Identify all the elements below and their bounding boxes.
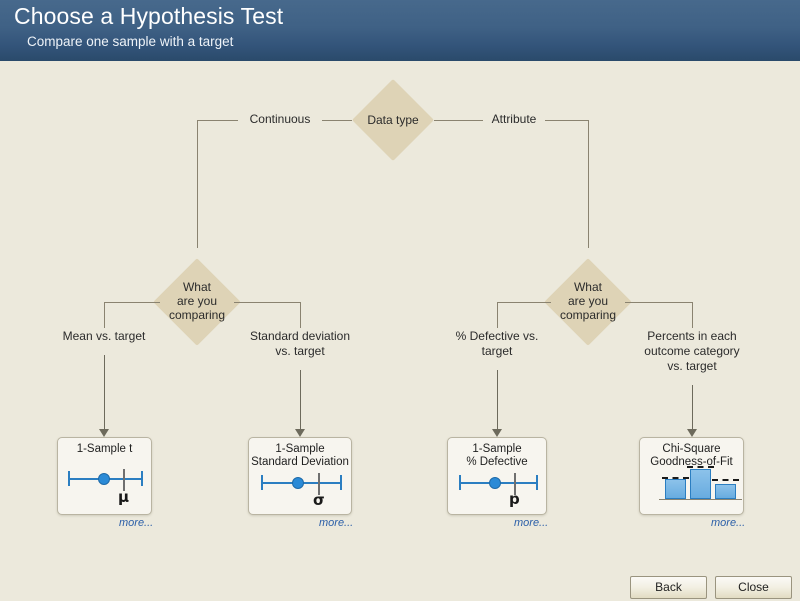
interval-plot-graphic: p	[448, 458, 546, 510]
page-subtitle: Compare one sample with a target	[27, 34, 234, 49]
branch-label-line-2: target	[481, 344, 513, 358]
branch-label-line-2: vs. target	[275, 344, 325, 358]
branch-label-standard-deviation-vs-target: Standard deviation vs. target	[230, 329, 370, 359]
test-card-title-line-2: Standard Deviation	[251, 456, 349, 468]
test-card-title-line-1: 1-Sample	[472, 443, 522, 455]
close-button[interactable]: Close	[715, 576, 792, 599]
bar-chart-reference-3	[712, 479, 739, 481]
more-link-1-sample-t[interactable]: more...	[119, 517, 154, 529]
test-card-title-line-1: 1-Sample	[275, 443, 325, 455]
arrow-stem-to-chi-square	[692, 385, 693, 431]
connector-left-dec-right	[234, 302, 300, 303]
interval-plot-symbol: μ	[118, 488, 130, 506]
interval-plot-target-line	[514, 473, 516, 495]
branch-label-text: Attribute	[491, 112, 537, 126]
connector-root-right-drop	[588, 120, 589, 248]
interval-plot-target-line	[123, 469, 125, 491]
bar-chart-bar-2	[690, 469, 711, 499]
branch-label-percents-outcome-category: Percents in each outcome category vs. ta…	[622, 329, 762, 374]
branch-label-text: Mean vs. target	[62, 329, 146, 343]
test-card-1-sample-t[interactable]: 1-Sample t μ	[57, 437, 152, 515]
connector-root-right-inner	[434, 120, 483, 121]
interval-plot-symbol: σ	[313, 491, 325, 509]
test-card-title-line-2: % Defective	[466, 456, 528, 468]
connector-right-dec-left	[497, 302, 551, 303]
decision-diamond-data-type	[351, 78, 435, 162]
test-card-1-sample-pct-defective[interactable]: 1-Sample % Defective p	[447, 437, 547, 515]
test-card-chi-square-goodness-of-fit[interactable]: Chi-Square Goodness-of-Fit	[639, 437, 744, 515]
interval-plot-graphic: μ	[58, 458, 151, 510]
connector-left-dec-left	[104, 302, 160, 303]
connector-right-dec-right	[625, 302, 692, 303]
interval-plot-symbol: p	[509, 490, 520, 508]
bar-chart-axis	[659, 499, 742, 500]
interval-plot-target-line	[318, 473, 320, 495]
more-link-chi-square-goodness-of-fit[interactable]: more...	[711, 517, 746, 529]
more-link-1-sample-pct-defective[interactable]: more...	[514, 517, 549, 529]
interval-plot-estimate-dot	[98, 473, 110, 485]
arrow-head-to-chi-square	[687, 429, 697, 437]
bar-chart-reference-2	[687, 466, 714, 468]
connector-left-dec-left-drop	[104, 302, 105, 328]
arrow-head-to-1-sample-sd	[295, 429, 305, 437]
arrow-stem-to-1-sample-t	[104, 355, 105, 431]
connector-root-right-outer	[545, 120, 588, 121]
connector-root-left-outer	[197, 120, 238, 121]
connector-right-dec-left-drop	[497, 302, 498, 328]
test-card-title-line-1: Chi-Square	[662, 443, 721, 455]
bar-chart-reference-1	[662, 477, 689, 479]
test-card-title-line-1: 1-Sample t	[76, 443, 133, 455]
interval-plot-graphic: σ	[249, 458, 351, 510]
connector-root-left-drop	[197, 120, 198, 248]
connector-right-dec-right-drop	[692, 302, 693, 328]
bar-chart-bar-1	[665, 479, 686, 499]
header-bar: Choose a Hypothesis Test Compare one sam…	[0, 0, 800, 61]
branch-label-continuous: Continuous	[238, 112, 322, 127]
test-card-title: Chi-Square Goodness-of-Fit	[640, 443, 743, 469]
branch-label-line-1: Standard deviation	[249, 329, 351, 343]
branch-label-attribute: Attribute	[483, 112, 545, 127]
interval-plot-cap-right	[340, 475, 342, 490]
arrow-head-to-1-sample-pct-defective	[492, 429, 502, 437]
back-button[interactable]: Back	[630, 576, 707, 599]
test-card-title-line-2: Goodness-of-Fit	[650, 456, 733, 468]
arrow-head-to-1-sample-t	[99, 429, 109, 437]
branch-label-pct-defective-vs-target: % Defective vs. target	[427, 329, 567, 359]
interval-plot-cap-left	[261, 475, 263, 490]
bar-chart-bar-3	[715, 484, 736, 499]
interval-plot-estimate-dot	[489, 477, 501, 489]
branch-label-line-3: vs. target	[667, 359, 717, 373]
branch-label-text: Continuous	[249, 112, 311, 126]
more-link-1-sample-standard-deviation[interactable]: more...	[319, 517, 354, 529]
arrow-stem-to-1-sample-sd	[300, 370, 301, 431]
test-card-title: 1-Sample Standard Deviation	[249, 443, 351, 469]
branch-label-line-1: % Defective vs.	[455, 329, 539, 343]
bar-chart-graphic	[640, 458, 743, 510]
interval-plot-cap-left	[459, 475, 461, 490]
test-card-title: 1-Sample t	[58, 443, 151, 456]
decision-tree-canvas: Data type Continuous Attribute What are …	[0, 61, 800, 601]
interval-plot-estimate-dot	[292, 477, 304, 489]
page-title: Choose a Hypothesis Test	[14, 3, 284, 29]
branch-label-line-1: Percents in each	[647, 329, 737, 343]
connector-left-dec-right-drop	[300, 302, 301, 328]
interval-plot-cap-right	[141, 471, 143, 486]
branch-label-mean-vs-target: Mean vs. target	[34, 329, 174, 344]
test-card-title: 1-Sample % Defective	[448, 443, 546, 469]
connector-root-left-inner	[322, 120, 352, 121]
arrow-stem-to-1-sample-pct-defective	[497, 370, 498, 431]
branch-label-line-2: outcome category	[644, 344, 740, 358]
interval-plot-cap-left	[68, 471, 70, 486]
test-card-1-sample-standard-deviation[interactable]: 1-Sample Standard Deviation σ	[248, 437, 352, 515]
interval-plot-cap-right	[536, 475, 538, 490]
